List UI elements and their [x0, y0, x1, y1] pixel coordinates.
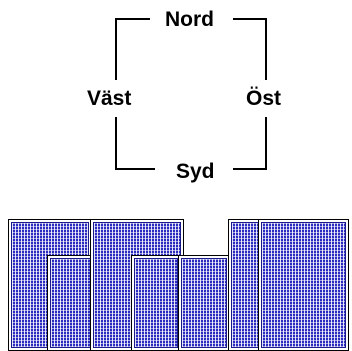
- card-back-pattern: [181, 258, 227, 348]
- card-back-pattern: [134, 258, 178, 348]
- frame-corner-ne: [233, 18, 267, 80]
- card-back[interactable]: [47, 255, 95, 351]
- frame-corner-sw: [115, 117, 155, 170]
- card-back[interactable]: [131, 255, 181, 351]
- direction-east-label: Öst: [246, 87, 282, 110]
- compass-indicator: Nord Väst Öst Syd: [87, 8, 282, 183]
- direction-south-label: Syd: [176, 160, 215, 183]
- card-back-pattern: [50, 258, 92, 348]
- card-back-pattern: [261, 222, 346, 348]
- frame-corner-se: [233, 117, 267, 170]
- direction-north-label: Nord: [165, 8, 214, 31]
- compass-frame: [115, 18, 267, 170]
- card-back[interactable]: [258, 219, 349, 351]
- direction-west-label: Väst: [87, 87, 132, 110]
- card-back[interactable]: [178, 255, 230, 351]
- frame-corner-nw: [115, 18, 150, 80]
